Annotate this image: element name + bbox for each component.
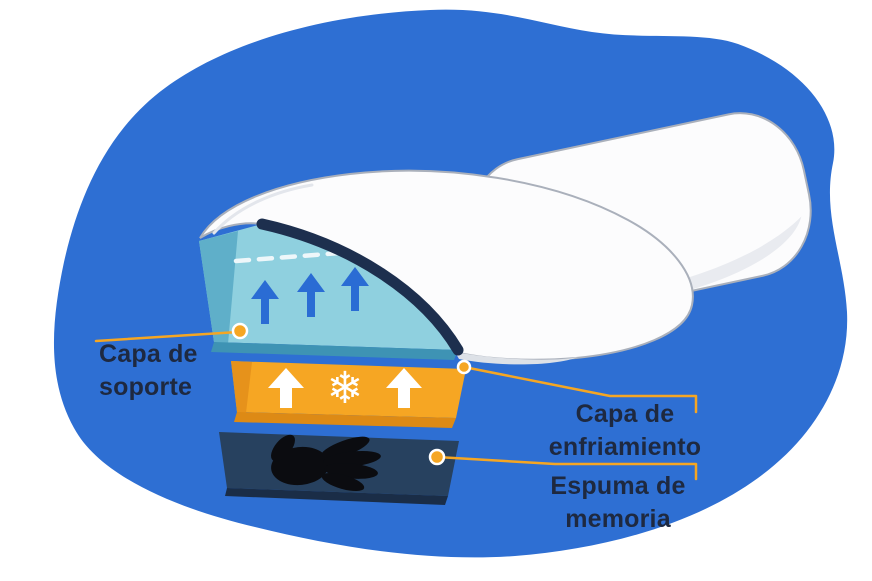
cooling-layer: ❄ [231,361,466,428]
up-arrow-icon [268,368,304,408]
cooling-connector-line [462,365,698,414]
label-memory-line1: Espuma de [550,472,686,500]
up-arrow-icon [297,273,325,317]
memory-connector-line [435,455,698,481]
snowflake-icon: ❄ [327,363,364,414]
support-layer-fold [199,231,238,344]
front-pillow-underside [455,352,578,365]
label-cooling-layer: Capa de enfriamiento [535,398,715,464]
label-cooling-line2: enfriamiento [548,433,702,461]
label-memory-foam: Espuma de memoria [528,470,708,536]
up-arrow-icon [341,267,369,311]
label-memory-line2: memoria [565,505,671,533]
front-pillow-fold-line [212,183,314,235]
label-support-line2: soporte [99,373,193,401]
support-layer [199,224,458,360]
hand-icon [271,434,381,492]
label-cooling-line1: Capa de [575,400,675,428]
support-callout-dot [231,322,249,340]
memory-foam-layer [219,432,459,505]
memory-foam-edge [225,488,448,505]
front-pillow-cover [199,169,694,365]
up-arrow-icon [251,280,279,324]
support-layer-edge [211,342,458,360]
breathable-dashed-line [233,250,343,264]
up-arrow-icon [386,368,422,408]
support-connector-line [94,330,240,343]
cooling-callout-dot [456,359,472,375]
zipper-edge [256,218,464,356]
label-support-line1: Capa de [99,340,198,368]
cooling-layer-fold [231,361,252,413]
cooling-layer-edge [234,412,456,428]
memory-callout-dot [428,448,446,466]
label-support-layer: Capa de soporte [99,338,198,404]
